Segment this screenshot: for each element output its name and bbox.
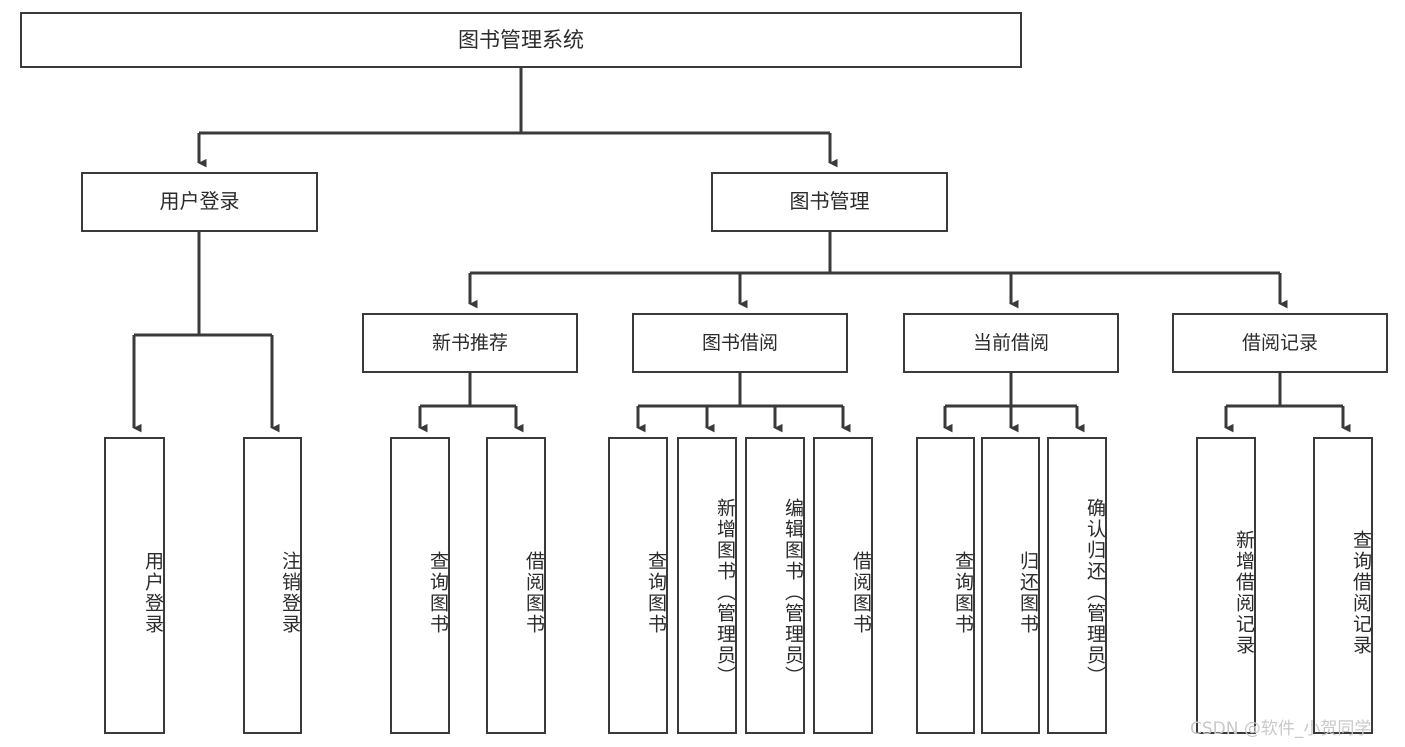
node-root[interactable]: 图书管理系统 (20, 12, 1022, 68)
node-leaf-user-login[interactable]: 用户登录 (104, 437, 165, 734)
node-level2-borrow-record[interactable]: 借阅记录 (1172, 313, 1388, 373)
node-label: 查询图书 (952, 550, 974, 635)
node-label: 新书推荐 (431, 331, 508, 354)
node-level1-book-management[interactable]: 图书管理 (711, 172, 948, 232)
node-label: 当前借阅 (972, 331, 1049, 354)
node-label: 新增图书（管理员） (714, 498, 736, 687)
node-label: 借阅记录 (1241, 331, 1318, 354)
node-label: 编辑图书（管理员） (782, 498, 804, 687)
node-level2-book-borrow[interactable]: 图书借阅 (632, 313, 848, 373)
node-leaf-query-borrow-record[interactable]: 查询借阅记录 (1313, 437, 1373, 734)
node-label: 用户登录 (159, 189, 240, 214)
node-label: 新增借阅记录 (1233, 529, 1255, 656)
node-leaf-borrow-book[interactable]: 借阅图书 (813, 437, 873, 734)
node-leaf-confirm-return-admin[interactable]: 确认归还（管理员） (1047, 437, 1107, 734)
node-label: 图书管理 (789, 189, 870, 214)
node-label: 归还图书 (1017, 550, 1039, 635)
node-leaf-logout[interactable]: 注销登录 (243, 437, 302, 734)
node-level2-new-book-recommend[interactable]: 新书推荐 (362, 313, 578, 373)
node-leaf-add-book-admin[interactable]: 新增图书（管理员） (677, 437, 737, 734)
node-leaf-borrow-book-recommend[interactable]: 借阅图书 (486, 437, 546, 734)
node-label: 查询图书 (427, 550, 449, 635)
node-leaf-query-book-recommend[interactable]: 查询图书 (390, 437, 450, 734)
node-leaf-return-book[interactable]: 归还图书 (981, 437, 1040, 734)
node-level1-user-login[interactable]: 用户登录 (81, 172, 318, 232)
node-label: 查询图书 (645, 550, 667, 635)
node-label: 用户登录 (142, 550, 164, 635)
node-label: 查询借阅记录 (1350, 529, 1372, 656)
watermark: CSDN @软件_小贺同学 (1190, 719, 1372, 739)
node-label: 注销登录 (279, 550, 301, 635)
node-label: 确认归还（管理员） (1084, 498, 1106, 687)
node-leaf-add-borrow-record[interactable]: 新增借阅记录 (1196, 437, 1256, 734)
node-label: 借阅图书 (523, 550, 545, 635)
node-root-label: 图书管理系统 (458, 27, 584, 52)
node-label: 借阅图书 (850, 550, 872, 635)
node-label: 图书借阅 (701, 331, 778, 354)
node-leaf-edit-book-admin[interactable]: 编辑图书（管理员） (745, 437, 805, 734)
node-level2-current-borrow[interactable]: 当前借阅 (903, 313, 1119, 373)
node-leaf-query-book-current[interactable]: 查询图书 (916, 437, 975, 734)
node-leaf-query-book-borrow[interactable]: 查询图书 (608, 437, 668, 734)
